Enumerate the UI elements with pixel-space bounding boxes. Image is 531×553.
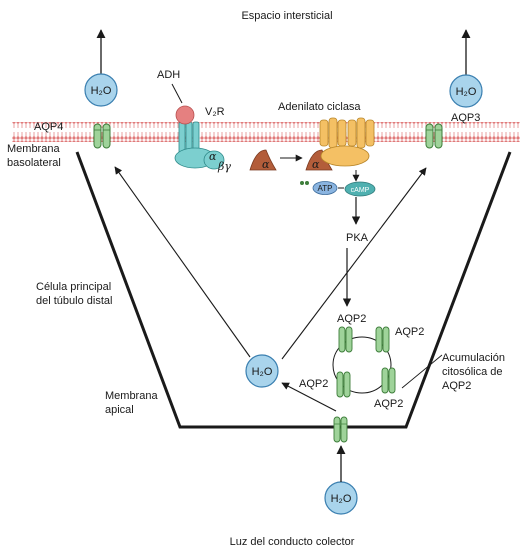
water-molecule-intracellular: H₂O [245,354,279,388]
camp-molecule: cAMP [344,181,376,197]
aqp2-apical-channel [333,416,348,443]
aqp4-channel [93,123,111,149]
water-molecule-top-right: H₂O [449,74,483,108]
water-molecule-lumen: H₂O [324,481,358,515]
g-alpha-subunit-free [249,149,277,171]
apical-to-cell-water-arrow [281,382,337,412]
svg-text:H₂O: H₂O [91,85,112,97]
aqp2-channel-right [375,326,390,353]
g-alpha-subunit-bound [305,149,333,171]
cell-label-line1: Célula principal [36,281,111,293]
aqp2-channel-left [336,371,351,398]
g-alpha-free-label: α [262,158,270,171]
apical-membrane-label-line1: Membrana [105,390,158,402]
svg-text:H₂O: H₂O [331,493,352,505]
atp-molecule: ATP [300,181,338,195]
svg-text:H₂O: H₂O [252,366,273,378]
aqp2-label-bottom-right: AQP2 [374,398,403,410]
accumulation-label-line2: citosólica de [442,366,503,378]
basolateral-membrane [12,122,520,142]
accumulation-pointer [401,354,443,389]
collecting-duct-lumen-label: Luz del conducto colector [230,536,355,548]
pka-label: PKA [346,232,369,244]
interstitial-space-label: Espacio intersticial [241,10,332,22]
basolateral-membrane-label-line1: Membrana [7,143,60,155]
cell-label-line2: del túbulo distal [36,295,112,307]
aqp2-channel-top [338,326,353,353]
apical-membrane-label-line2: apical [105,404,134,416]
adenylate-cyclase [319,117,375,167]
adh-hormone [175,105,195,125]
aqp2-vesicle [332,336,392,394]
accumulation-label-line1: Acumulación [442,352,505,364]
svg-text:cAMP: cAMP [351,187,370,194]
aqp2-channel-bottom-right [381,367,396,394]
water-to-aqp4-arrow [114,166,251,358]
aqp4-label: AQP4 [34,121,63,133]
water-to-aqp3-arrow [281,167,427,360]
g-alpha-bound-label: α [312,158,320,171]
aqp2-label-left: AQP2 [299,378,328,390]
aqp2-label-top: AQP2 [337,313,366,325]
accumulation-label-line3: AQP2 [442,380,471,392]
v2r-receptor [174,121,225,170]
adh-label: ADH [157,69,180,81]
g-beta-gamma-label: βγ [217,160,231,173]
svg-text:H₂O: H₂O [456,86,477,98]
svg-text:ATP: ATP [318,184,333,193]
water-molecule-top-left: H₂O [84,73,118,107]
basolateral-membrane-label-line2: basolateral [7,157,61,169]
aqp2-label-right: AQP2 [395,326,424,338]
adenylate-cyclase-label: Adenilato ciclasa [278,101,361,113]
aqp3-channel [425,123,443,149]
aqp3-label: AQP3 [451,112,480,124]
g-alpha-label: α [209,150,217,163]
v2r-label: V₂R [205,106,225,118]
cell-outline [75,151,512,429]
